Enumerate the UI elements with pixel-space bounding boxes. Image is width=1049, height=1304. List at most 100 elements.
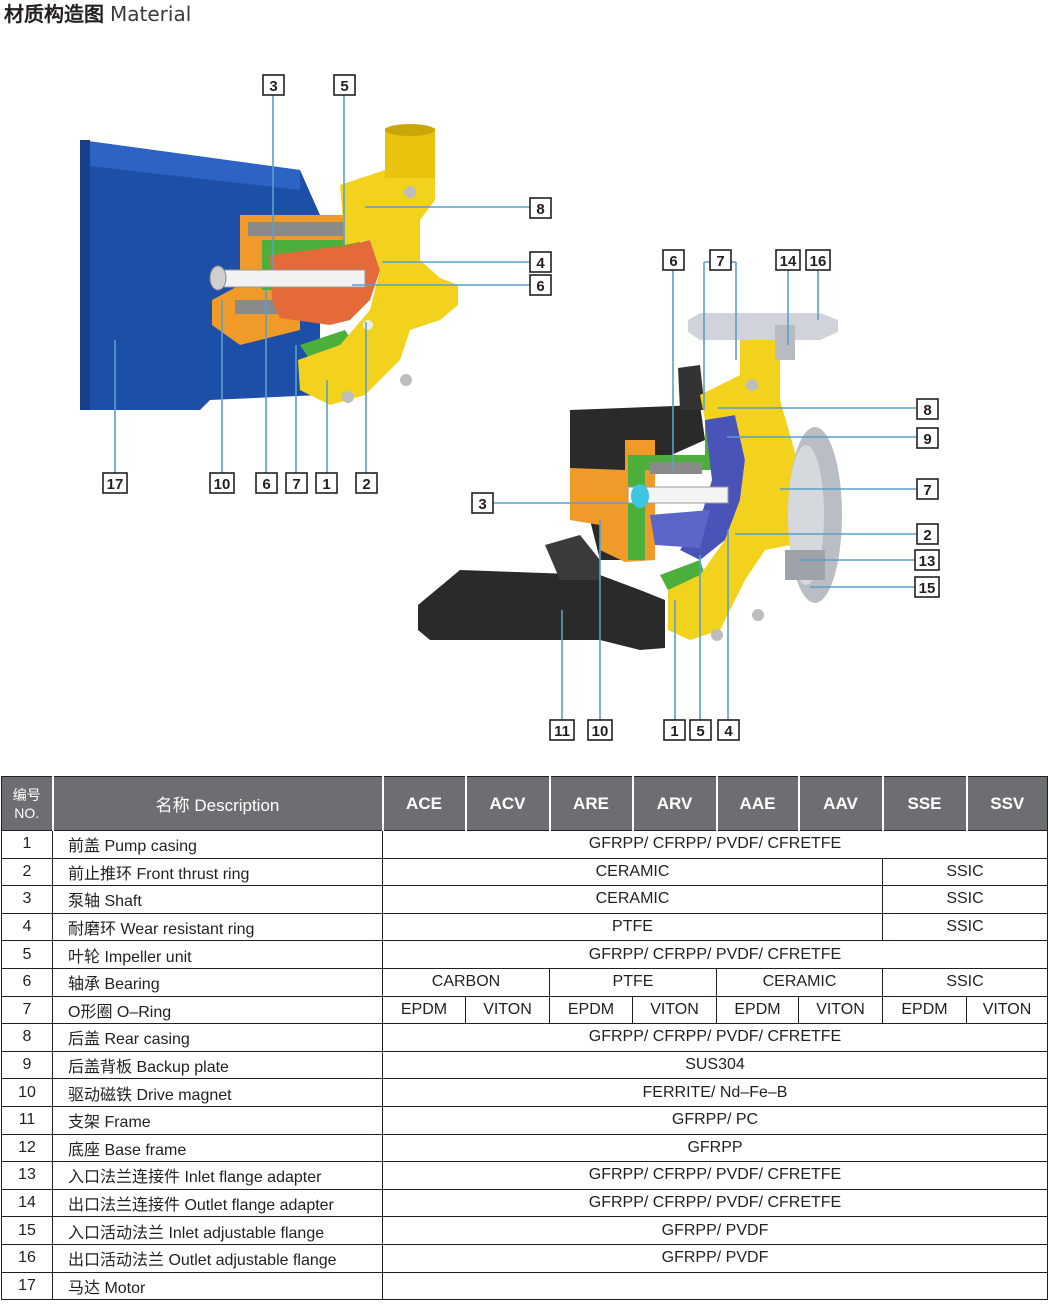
right-callout-bottom-10: 10 [587,719,613,741]
right-callout-top-14: 14 [775,249,801,271]
row-number: 10 [1,1078,53,1107]
left-callout-right-6: 6 [529,274,552,296]
material-cell: SSIC [882,967,1048,997]
row-description: O形圈 O–Ring [52,995,383,1025]
svg-text:5: 5 [340,78,348,95]
left-callout-bottom-7: 7 [285,472,308,494]
material-cell: CARBON [382,967,550,997]
material-cell: VITON [465,995,550,1025]
motor-body [80,140,320,410]
material-cell: EPDM [882,995,967,1025]
material-cell: GFRPP/ CFRPP/ PVDF/ CFRETFE [382,1023,1048,1052]
svg-text:8: 8 [536,201,544,218]
material-cell: VITON [966,995,1048,1025]
row-description: 支架 Frame [52,1105,383,1135]
row-number: 12 [1,1133,53,1163]
svg-text:3: 3 [478,496,486,513]
material-cell: CERAMIC [716,967,883,997]
header-model-sse: SSE [881,776,967,831]
row-number: 2 [1,857,53,887]
right-callout-right-13: 13 [914,549,940,571]
header-model-aav: AAV [797,776,883,831]
svg-text:2: 2 [923,527,931,544]
material-cell: VITON [798,995,883,1025]
right-callout-right-2: 2 [916,523,939,545]
material-cell: EPDM [716,995,799,1025]
svg-text:8: 8 [923,402,931,419]
left-callout-bottom-6: 6 [255,472,278,494]
material-cell: VITON [632,995,717,1025]
header-no-cn: 编号 [12,786,41,803]
material-cell: GFRPP/ PVDF [382,1216,1048,1245]
right-callout-left-3: 3 [471,492,494,514]
svg-text:3: 3 [269,78,277,95]
right-callout-right-7: 7 [916,478,939,500]
right-callout-top-16: 16 [805,249,831,271]
svg-text:10: 10 [214,476,231,493]
svg-text:10: 10 [592,723,609,740]
row-number: 4 [1,912,53,942]
svg-text:4: 4 [724,723,733,740]
right-callout-top-6: 6 [662,249,685,271]
row-description: 前止推环 Front thrust ring [52,857,383,887]
row-number: 11 [1,1105,53,1135]
base-frame [418,570,665,650]
svg-text:16: 16 [810,253,827,270]
svg-text:14: 14 [780,253,797,270]
right-callout-right-9: 9 [916,427,939,449]
svg-text:13: 13 [919,553,936,570]
header-no-en: NO. [14,804,40,821]
left-callout-bottom-2: 2 [355,472,378,494]
material-cell [382,1271,1048,1301]
row-description: 底座 Base frame [52,1133,383,1163]
row-description: 后盖背板 Backup plate [52,1050,383,1080]
row-description: 入口活动法兰 Inlet adjustable flange [52,1216,383,1245]
row-number: 6 [1,967,53,997]
material-cell: EPDM [549,995,633,1025]
right-callout-bottom-4: 4 [717,719,740,741]
material-cell: CERAMIC [382,857,883,887]
material-cell: PTFE [382,912,883,942]
left-callout-top-5: 5 [333,74,356,96]
svg-text:11: 11 [554,723,570,740]
material-cell: PTFE [549,967,717,997]
left-callout-bottom-1: 1 [315,472,338,494]
left-leader-lines [114,95,530,473]
left-callout-top-3: 3 [262,74,285,96]
row-description: 耐磨环 Wear resistant ring [52,912,383,942]
row-number: 5 [1,940,53,969]
row-description: 泵轴 Shaft [52,885,383,914]
svg-text:7: 7 [716,253,724,270]
header-model-acv: ACV [464,776,550,831]
row-description: 轴承 Bearing [52,967,383,997]
material-cell: FERRITE/ Nd–Fe–B [382,1078,1048,1107]
material-cell: SSIC [882,912,1048,942]
left-callout-right-4: 4 [529,251,552,273]
row-number: 7 [1,995,53,1025]
row-description: 出口法兰连接件 Outlet flange adapter [52,1188,383,1218]
header-description: 名称 Description [51,776,383,831]
material-cell: GFRPP/ CFRPP/ PVDF/ CFRETFE [382,1161,1048,1190]
row-description: 前盖 Pump casing [52,830,383,859]
row-description: 叶轮 Impeller unit [52,940,383,969]
row-description: 后盖 Rear casing [52,1023,383,1052]
right-pump-illustration [418,313,842,650]
right-callout-right-15: 15 [914,576,940,598]
material-cell: GFRPP/ CFRPP/ PVDF/ CFRETFE [382,940,1048,969]
material-cell: EPDM [382,995,466,1025]
header-model-aae: AAE [715,776,799,831]
svg-text:7: 7 [923,482,931,499]
row-number: 1 [1,830,53,859]
